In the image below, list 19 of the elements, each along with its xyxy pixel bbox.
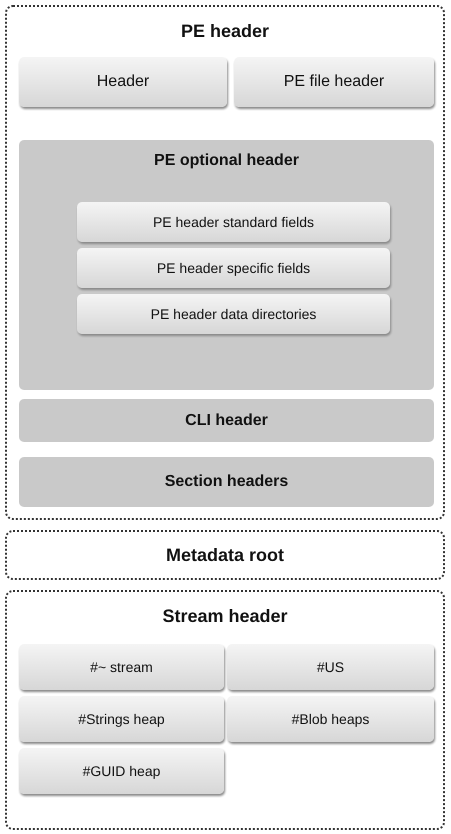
field-box: PE header specific fields [77,248,390,288]
section-frame [5,5,445,520]
field-box: PE header data directories [77,294,390,334]
section-title: PE optional header [153,152,300,170]
section-title: Stream header [161,606,289,627]
field-box: PE file header [234,57,434,107]
header-panel [19,140,434,390]
field-box: #~ stream [19,644,224,690]
field-box: PE header standard fields [77,202,390,242]
field-box: #US [227,644,434,690]
field-box: #Blob heaps [227,696,434,742]
section-frame [5,590,445,830]
field-box: Header [19,57,227,107]
field-box: #Strings heap [19,696,224,742]
header-panel: CLI header [19,399,434,442]
header-panel: Section headers [19,457,434,507]
field-box: #GUID heap [19,748,224,794]
section-title: PE header [180,21,270,42]
section-frame: Metadata root [5,530,445,580]
